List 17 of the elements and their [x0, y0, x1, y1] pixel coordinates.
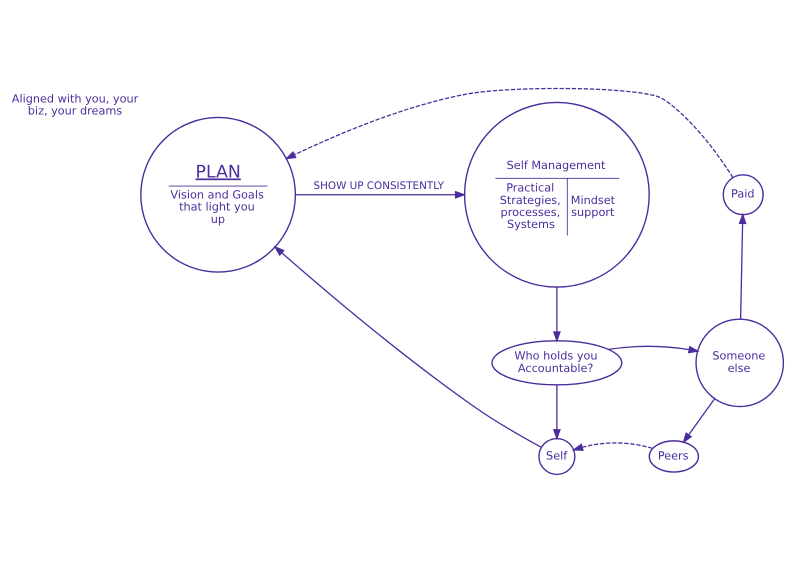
node-label: Aligned with you, your biz, your dreams [12, 92, 138, 117]
arrow [295, 190, 466, 198]
arrow [682, 398, 716, 444]
arrow [738, 212, 747, 319]
arrow [608, 345, 700, 353]
node-circle: Self [538, 437, 576, 475]
node-ellipse: Peers [648, 440, 700, 472]
arrow [572, 442, 653, 450]
arrow [274, 245, 542, 448]
arrow [284, 87, 734, 178]
arrow [552, 384, 561, 440]
node-circle: Self Management Practical Strategies, processes, Systems Mindset support [464, 101, 650, 288]
node-circle: Paid [722, 174, 764, 215]
node-circle: Someone else [695, 318, 784, 407]
edge-label: SHOW UP CONSISTENTLY [314, 180, 444, 192]
arrow [552, 286, 561, 342]
node-ellipse: Who holds you Accountable? [491, 340, 622, 386]
